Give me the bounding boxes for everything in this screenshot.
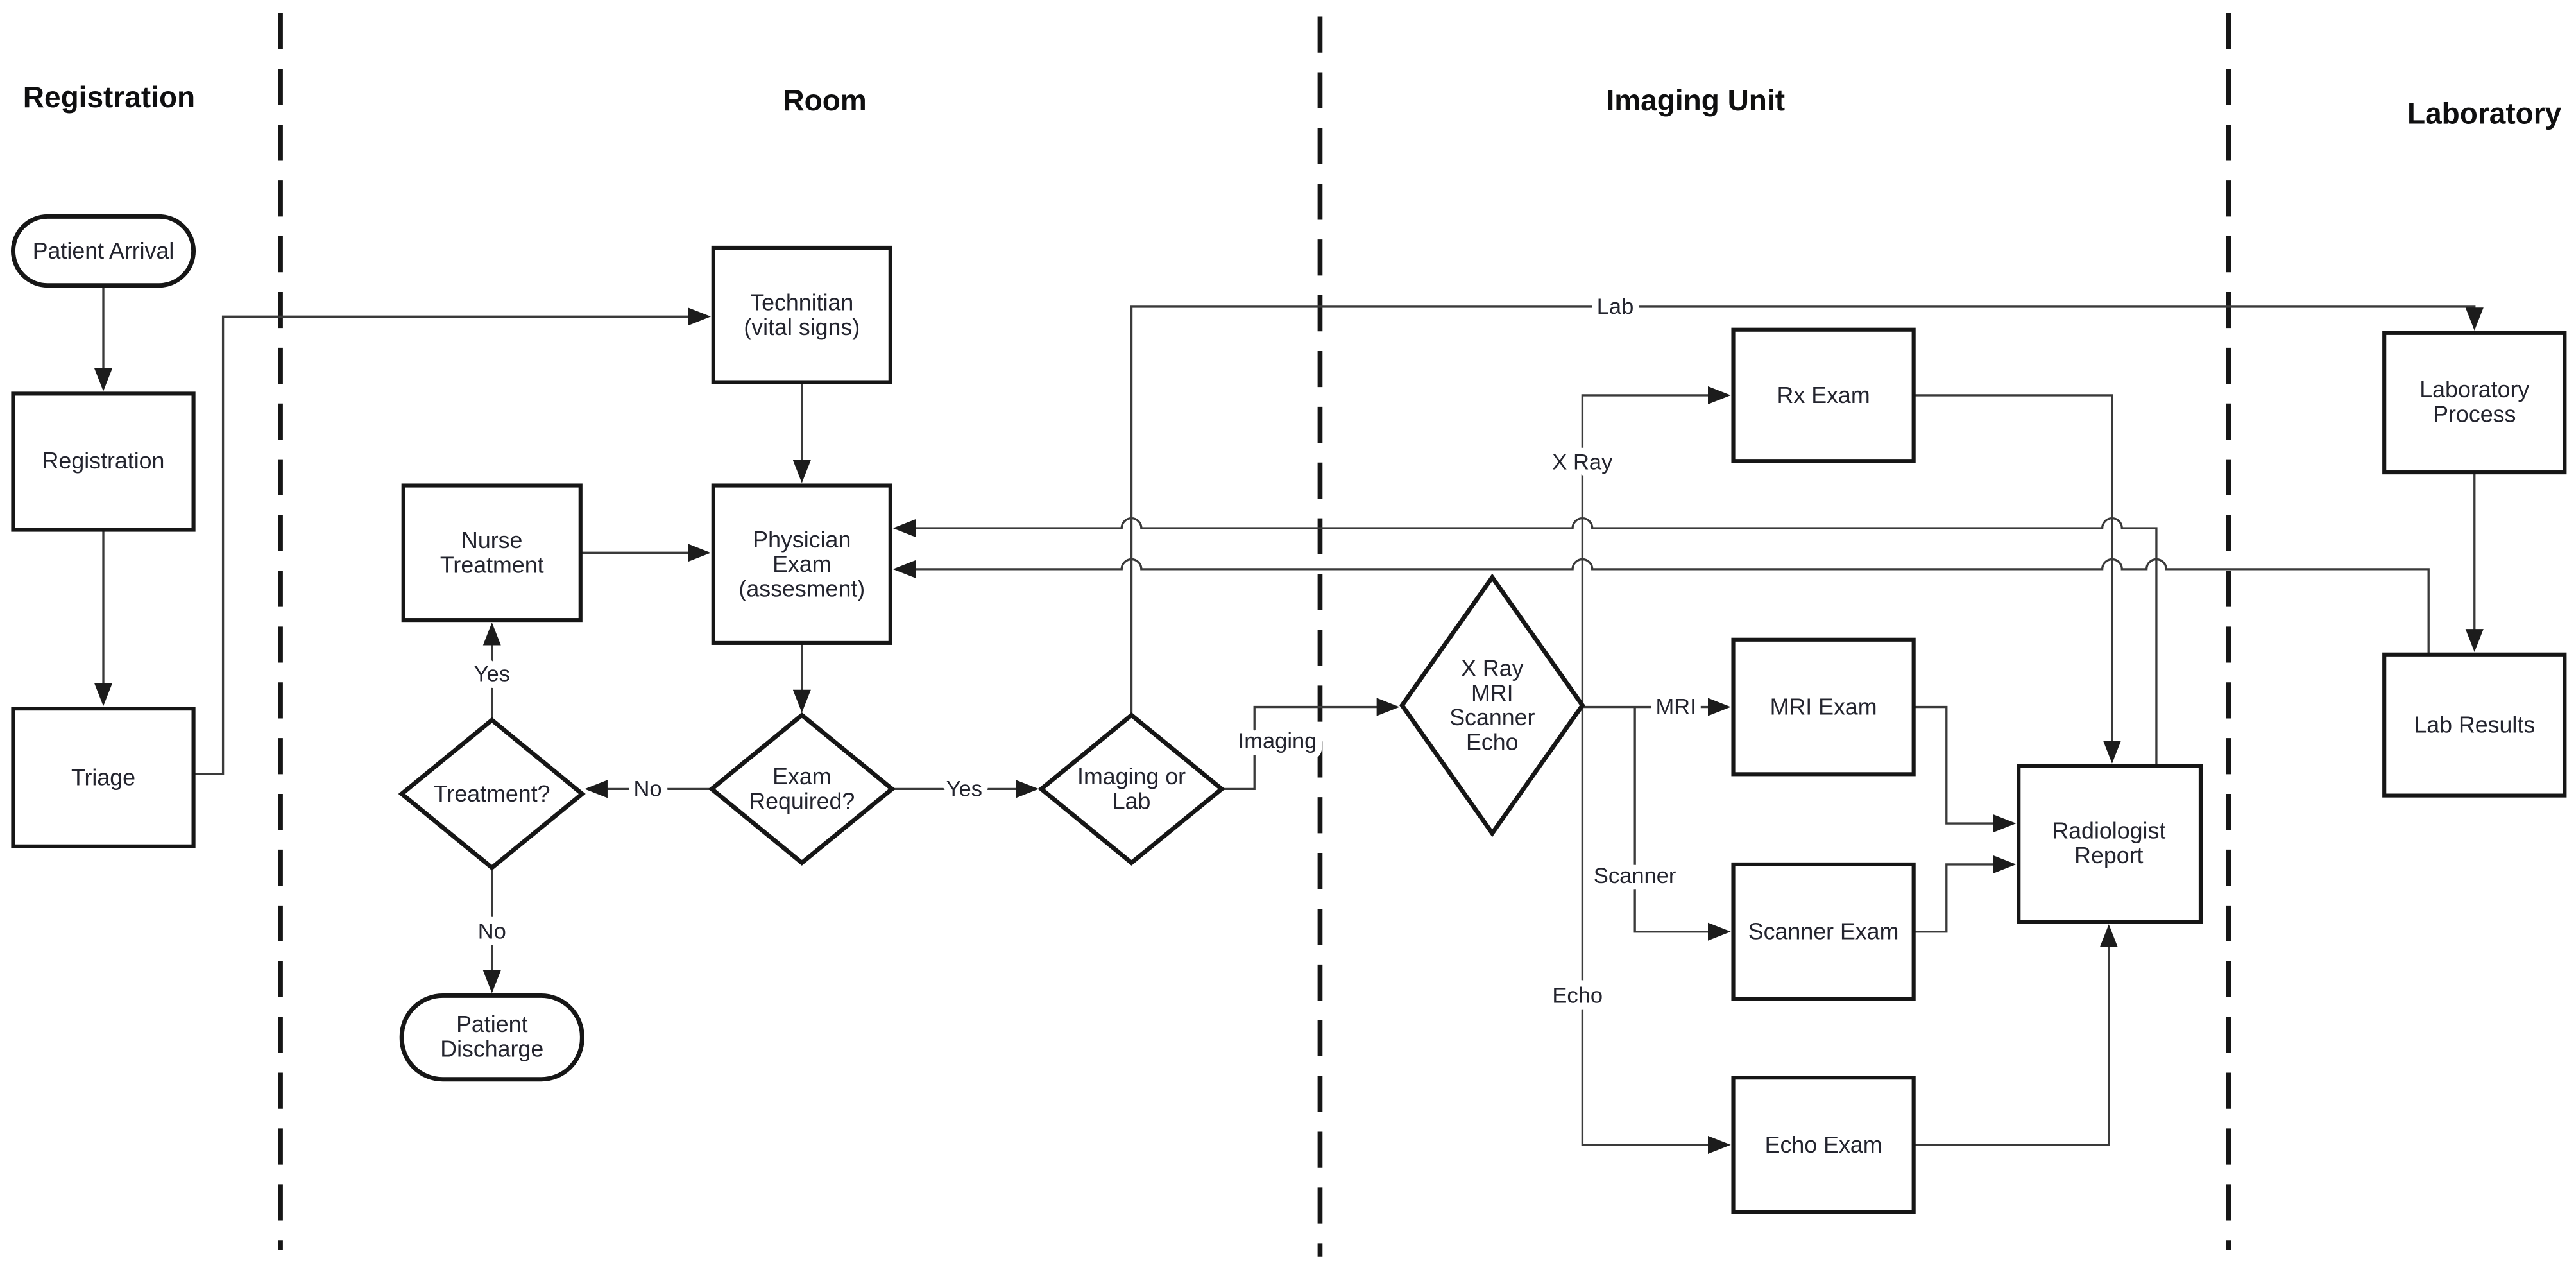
node-label: Triage (71, 764, 135, 790)
decision-shape (398, 717, 586, 871)
edge-mri-exam-to-radiologist (1913, 705, 2017, 833)
process-shape (2017, 764, 2203, 924)
node-label: Echo Exam (1765, 1132, 1882, 1158)
edge-scanner-exam-to-radiologist (1913, 855, 2017, 933)
node-label: Technitian(vital signs) (744, 290, 860, 340)
decision-shape (1399, 573, 1585, 838)
process-shape (11, 707, 196, 848)
process-shape (401, 483, 583, 623)
terminator-shape (399, 993, 584, 1082)
node-technitian: Technitian(vital signs) (711, 245, 892, 384)
node-lab-results: Lab Results (2382, 652, 2567, 798)
process-shape (1731, 327, 1916, 463)
decision-shape (1037, 712, 1225, 866)
edge-label-xray: X Ray (1552, 451, 1613, 475)
edge-label-lab: Lab (1597, 295, 1634, 319)
edge-label-yes: Yes (474, 662, 510, 686)
lane-dividers (278, 13, 2231, 1257)
process-shape (2382, 331, 2567, 475)
edge-label-imaging: Imaging (1238, 729, 1317, 753)
terminator-shape (10, 214, 196, 288)
node-label: Rx Exam (1777, 382, 1870, 408)
edge-label-scanner: Scanner (1594, 864, 1676, 888)
node-echo-exam: Echo Exam (1731, 1076, 1916, 1214)
node-registration: Registration (11, 391, 196, 532)
process-shape (711, 245, 892, 384)
edge-label-no: No (478, 920, 506, 944)
edge-scanner-branch-to-scanner-exam (1633, 707, 1731, 941)
edge-label-mri: MRI (1655, 695, 1696, 719)
edge-label-yes: Yes (946, 777, 982, 801)
lane-header-room: Room (783, 83, 866, 117)
node-label: Lab Results (2414, 712, 2535, 738)
process-shape (1731, 637, 1916, 777)
node-rx-exam: Rx Exam (1731, 327, 1916, 463)
lane-header-imaging-unit: Imaging Unit (1606, 83, 1785, 117)
node-triage: Triage (11, 707, 196, 848)
edge-radiologist-return-to-physician (892, 517, 2158, 766)
edge-xray-branch-to-rx-exam (1581, 386, 1731, 706)
process-shape (11, 391, 196, 532)
node-label: Scanner Exam (1748, 919, 1899, 945)
process-shape (2382, 652, 2567, 798)
process-shape (1731, 862, 1916, 1001)
node-mri-exam: MRI Exam (1731, 637, 1916, 777)
connectors (94, 285, 2484, 1155)
edge-echo-branch-to-echo-exam (1581, 705, 1731, 1155)
node-label: MRI Exam (1770, 694, 1877, 720)
node-label: Patient Arrival (33, 238, 175, 264)
edge-rx-exam-to-radiologist (1913, 394, 2121, 764)
edge-label-no: No (634, 777, 662, 801)
edge-triage-to-technitian (193, 307, 711, 776)
lane-header-registration: Registration (23, 80, 195, 114)
edge-lab-results-return-to-physician (892, 558, 2430, 655)
node-scanner-exam: Scanner Exam (1731, 862, 1916, 1001)
process-shape (711, 483, 892, 645)
edge-label-echo: Echo (1552, 983, 1603, 1008)
process-shape (1731, 1076, 1916, 1214)
edge-lab-branch-to-laboratory-process (1130, 305, 2484, 716)
node-label: Registration (42, 448, 165, 474)
node-treatment-decision: Treatment? (398, 717, 586, 871)
edge-imaging-branch (1222, 698, 1400, 791)
edge-echo-exam-to-radiologist (1913, 924, 2118, 1146)
lane-header-laboratory: Laboratory (2407, 96, 2562, 130)
decision-shape (708, 712, 896, 866)
node-label: Treatment? (434, 781, 550, 807)
node-patient-arrival: Patient Arrival (10, 214, 196, 288)
